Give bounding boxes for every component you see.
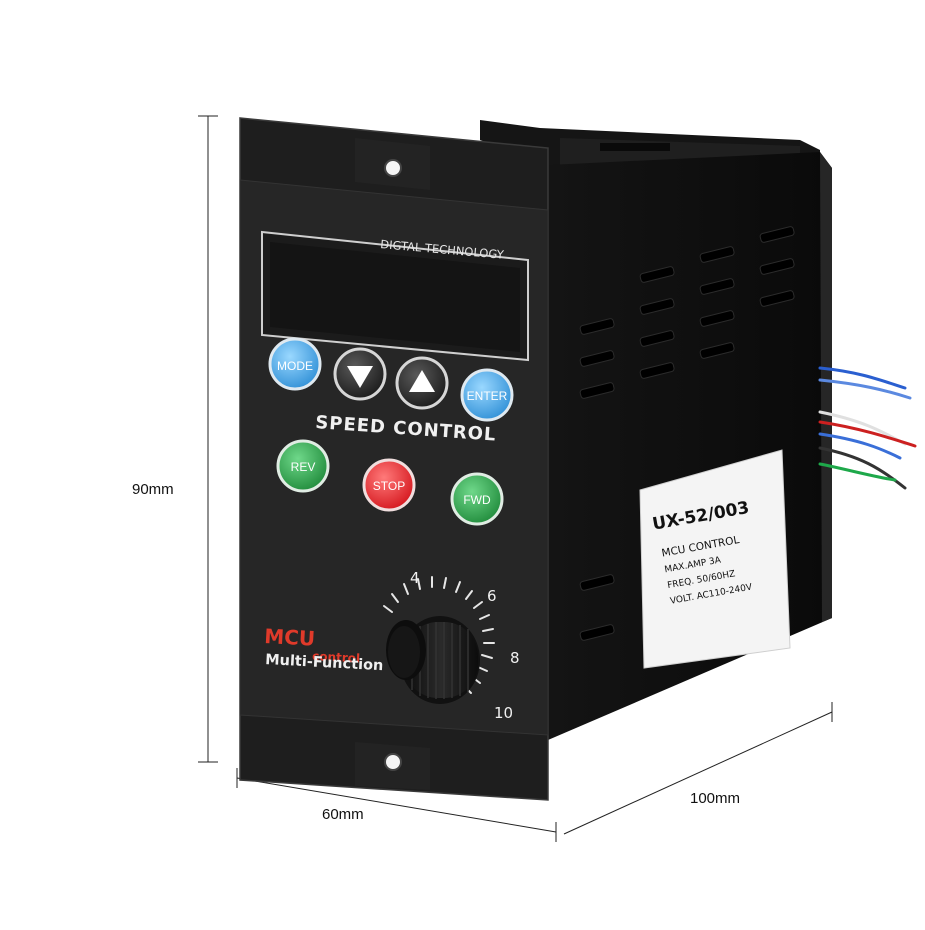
mount-hole-bottom — [384, 753, 402, 771]
up-arrow-icon — [409, 370, 435, 392]
mode-label: MODE — [277, 359, 313, 373]
spec-label: UX-52/003 MCU CONTROL MAX.AMP 3A FREQ. 5… — [639, 449, 791, 669]
speed-knob[interactable] — [386, 616, 480, 704]
depth-dimension-label: 100mm — [690, 790, 741, 807]
dial-mark-10: 10 — [494, 704, 513, 722]
rev-button[interactable]: REV — [276, 439, 330, 493]
dial-mark-6: 6 — [487, 587, 497, 605]
height-dimension-label: 90mm — [132, 481, 174, 498]
dimension-lines — [198, 115, 833, 842]
stop-button[interactable]: STOP — [362, 458, 416, 512]
vent-slots — [579, 226, 795, 641]
brand-multi-function: Multi-Function — [265, 652, 384, 674]
up-button[interactable] — [395, 356, 449, 410]
enter-label: ENTER — [467, 389, 508, 403]
mode-button[interactable]: MODE — [268, 337, 322, 391]
stop-label: STOP — [373, 479, 405, 493]
down-button[interactable] — [333, 347, 387, 401]
wire-bundle — [818, 366, 917, 490]
rev-label: REV — [291, 460, 316, 474]
width-dimension-label: 60mm — [322, 806, 364, 823]
down-arrow-icon — [347, 366, 373, 388]
mount-hole-top — [384, 159, 402, 177]
led-display — [261, 230, 529, 362]
fwd-button[interactable]: FWD — [450, 472, 504, 526]
dial-mark-4: 4 — [410, 569, 420, 587]
brand-control: control — [312, 649, 361, 665]
enter-button[interactable]: ENTER — [460, 368, 514, 422]
brand-mcu: MCU — [264, 624, 316, 651]
dial-mark-8: 8 — [510, 649, 520, 667]
fwd-label: FWD — [463, 493, 491, 507]
